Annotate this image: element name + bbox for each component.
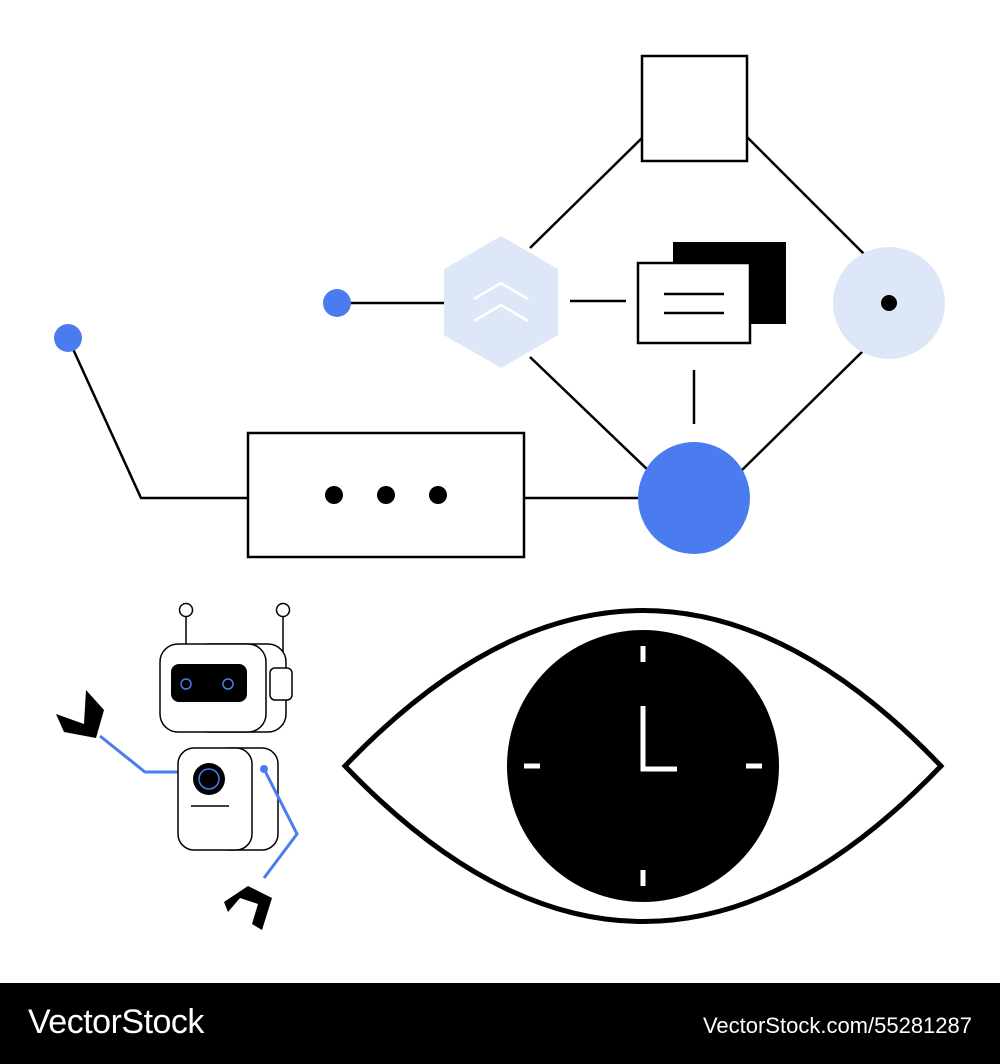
robot-ear — [269, 667, 293, 701]
watermark-footer: VectorStock VectorStock.com/55281287 — [0, 983, 1000, 1064]
hexagon-chevron-up-icon — [444, 236, 558, 368]
eye-clock-icon — [341, 608, 945, 924]
robot-lens — [193, 763, 225, 795]
robot-claw-left — [56, 690, 104, 738]
brand-logo: VectorStock — [28, 1003, 204, 1041]
robot-icon — [56, 602, 299, 930]
square-node — [640, 54, 749, 163]
clock-hands — [640, 706, 677, 772]
illustration-svg — [54, 54, 945, 930]
hub-circle — [638, 442, 750, 554]
node-dot-left — [54, 324, 82, 352]
clock-ticks — [524, 646, 762, 886]
edge-square-to-target — [746, 136, 865, 255]
robot-visor — [171, 664, 247, 702]
edge-node-to-box — [66, 337, 248, 500]
ellipsis-box-icon — [246, 431, 526, 559]
edge-hexagon-to-square — [529, 136, 644, 249]
edge-hexagon-to-circle — [529, 356, 651, 473]
target-dot-circle-icon — [833, 247, 945, 359]
robot-arm-right — [262, 768, 299, 879]
robot-body — [177, 747, 253, 851]
robot-arm-left — [99, 734, 180, 774]
edge-target-to-circle — [741, 349, 865, 471]
stacked-document-cards-icon — [636, 242, 786, 345]
image-id-text: VectorStock.com/55281287 — [702, 1013, 972, 1038]
illustration — [54, 54, 945, 930]
robot-eye-left — [180, 678, 192, 690]
robot-eye-right — [222, 678, 234, 690]
robot-claw-right — [224, 886, 272, 930]
node-dot-mid — [323, 289, 351, 317]
connector-lines — [66, 136, 865, 500]
